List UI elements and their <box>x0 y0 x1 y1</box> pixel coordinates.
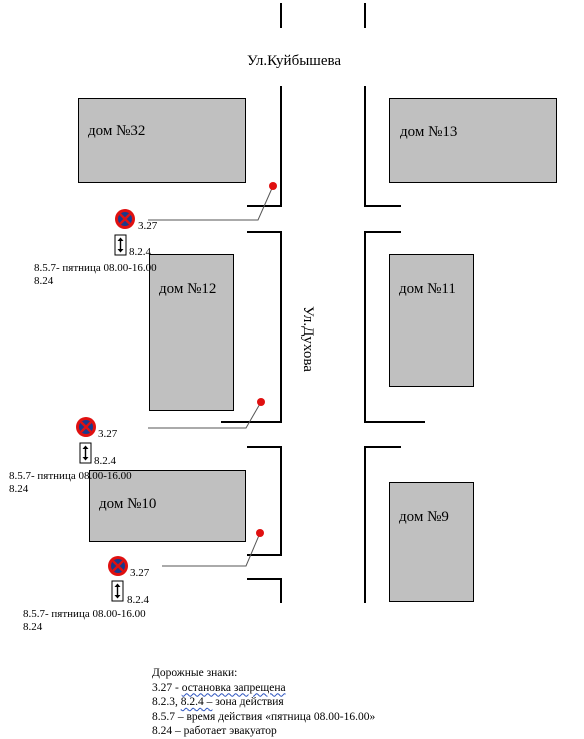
legend: Дорожные знаки: 3.27 - остановка запреще… <box>152 666 375 739</box>
zone-code: 8.2.4 <box>129 246 151 258</box>
time-code: 8.5.7- пятница 08.00-16.00 <box>34 262 157 274</box>
house-11 <box>389 254 474 387</box>
leader-line <box>148 401 262 429</box>
road-edge <box>364 446 401 603</box>
road-edge <box>247 86 282 207</box>
tow-code: 8.24 <box>23 621 43 633</box>
legend-item: 8.5.7 – время действия «пятница 08.00-16… <box>152 710 376 723</box>
road-edge <box>364 231 425 423</box>
house-10 <box>89 470 246 542</box>
house-label: дом №11 <box>399 281 456 297</box>
house-32 <box>78 98 246 183</box>
zone-plate-icon <box>79 442 92 464</box>
house-13 <box>389 98 557 183</box>
house-12 <box>149 254 234 411</box>
legend-item: 3.27 - остановка запрещена <box>152 681 286 694</box>
no-stopping-sign-icon <box>115 209 135 229</box>
tow-code: 8.24 <box>9 483 29 495</box>
leader-line <box>162 532 261 567</box>
house-label: дом №12 <box>159 281 217 297</box>
tow-code: 8.24 <box>34 275 54 287</box>
road-edge <box>247 578 282 603</box>
house-9 <box>389 482 474 602</box>
sign-code: 3.27 <box>130 567 150 579</box>
sign-code: 3.27 <box>98 428 118 440</box>
legend-item: 8.2.3, 8.2.4 – зона действия <box>152 696 284 709</box>
road-edge <box>364 86 401 207</box>
legend-item: 8.24 – работает эвакуатор <box>152 725 277 738</box>
house-label: дом №13 <box>400 124 458 140</box>
road-edge <box>221 231 282 423</box>
house-label: дом №10 <box>99 496 157 512</box>
sign-location-marker <box>256 529 264 537</box>
time-code: 8.5.7- пятница 08.00-16.00 <box>9 470 132 482</box>
sign-location-marker <box>269 182 277 190</box>
house-label: дом №32 <box>88 123 146 139</box>
sign-code: 3.27 <box>138 220 158 232</box>
road-edge <box>247 446 282 556</box>
street-name-dukhova: Ул.Духова <box>300 306 316 372</box>
zone-code: 8.2.4 <box>127 594 149 606</box>
zone-plate-icon <box>111 580 124 602</box>
sign-location-marker <box>257 398 265 406</box>
legend-title: Дорожные знаки: <box>152 667 238 679</box>
no-stopping-sign-icon <box>108 556 128 576</box>
leader-line <box>148 185 274 221</box>
zone-plate-icon <box>114 234 127 256</box>
house-label: дом №9 <box>399 509 449 525</box>
time-code: 8.5.7- пятница 08.00-16.00 <box>23 608 146 620</box>
no-stopping-sign-icon <box>76 417 96 437</box>
street-name-kuibysheva: Ул.Куйбышева <box>247 53 342 69</box>
zone-code: 8.2.4 <box>94 455 116 467</box>
